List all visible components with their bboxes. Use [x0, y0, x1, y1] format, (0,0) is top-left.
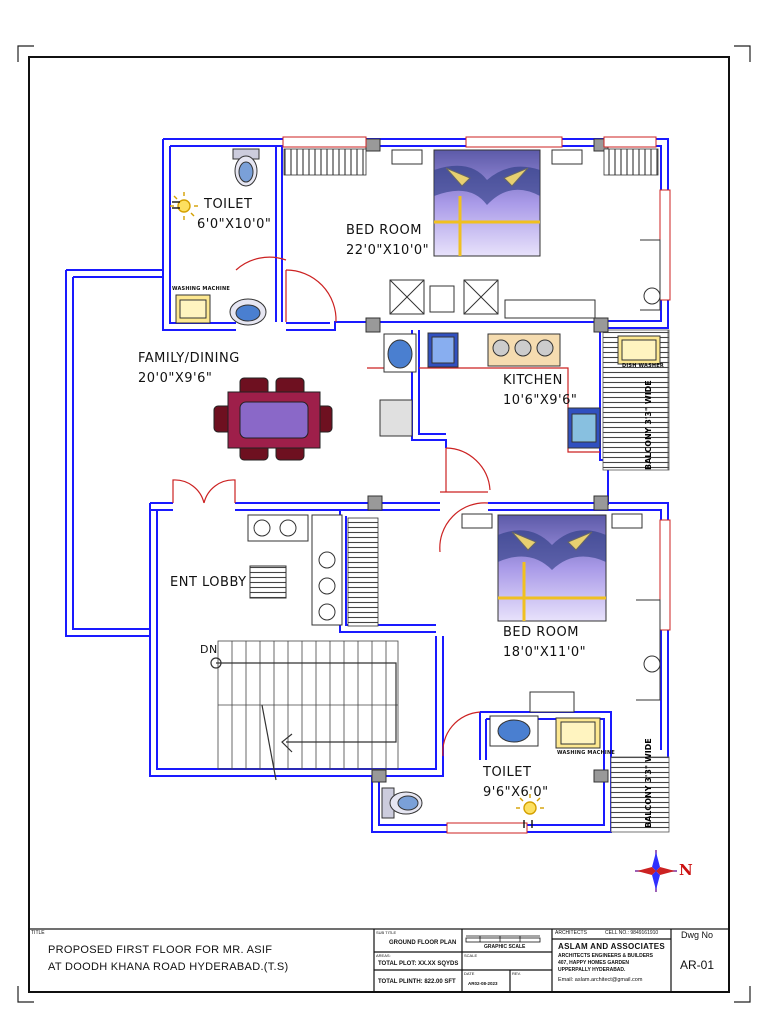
graphic-scale-bar — [465, 935, 541, 943]
bedroom-bottom-name: BED ROOM — [503, 625, 579, 640]
lobby-sofa — [247, 514, 343, 626]
wardrobe-top-left — [283, 148, 367, 176]
stair-dn-label: DN — [200, 643, 218, 656]
firm-line4: UPPERPALLY HYDERABAD. — [558, 967, 626, 973]
title-line1: PROPOSED FIRST FLOOR FOR MR. ASIF — [48, 944, 273, 956]
ent-lobby-name: ENT LOBBY — [170, 575, 247, 590]
firm-line2: ARCHITECTS ENGINEERS & BUILDERS — [558, 953, 654, 959]
washing-machine-top-label: WASHING MACHINE — [172, 286, 230, 292]
total-plot: TOTAL PLOT: XX.XX SQYDS — [378, 961, 459, 967]
lounge-chairs-top — [389, 279, 596, 319]
bottom-toilet-fixtures — [381, 715, 601, 819]
firm-name: ASLAM AND ASSOCIATES — [558, 942, 666, 951]
dwg-caption: Dwg No — [681, 930, 714, 940]
rev-caption: REV. — [512, 971, 521, 976]
toilet-bottom-name: TOILET — [483, 765, 532, 780]
bedroom-bottom-size: 18'0"X11'0" — [503, 645, 587, 660]
tv-unit — [529, 691, 575, 713]
firm-line3: 407, HAPPY HOMES GARDEN — [558, 960, 630, 966]
dish-washer-label: DISH WASHER — [622, 363, 664, 369]
bed-top — [433, 149, 541, 257]
wardrobe-top-right — [603, 148, 659, 176]
light-top-icon — [170, 192, 198, 220]
crop-marks — [17, 45, 751, 1003]
balcony-top-label: BALCONY 3'3" WIDE — [644, 380, 653, 470]
firm-email: Email: aslam.architect@gmail.com — [558, 977, 643, 983]
date-caption: DATE — [464, 971, 475, 976]
toilet-top-name: TOILET — [204, 197, 253, 212]
total-plinth: TOTAL PLINTH: 822.00 SFT — [378, 979, 456, 985]
kitchen-name: KITCHEN — [503, 373, 563, 388]
kitchen-size: 10'6"X9'6" — [503, 393, 578, 408]
date-value: AR02-08-2023 — [468, 981, 498, 986]
staircase — [217, 640, 399, 770]
kitchen-fixtures — [427, 332, 661, 449]
scale-caption: SCALE — [464, 953, 478, 958]
bed-bottom — [497, 514, 607, 622]
dining-table — [213, 377, 333, 461]
side-table — [391, 149, 423, 165]
fridge — [379, 399, 413, 437]
toilet-bottom-size: 9'6"X6'0" — [483, 785, 549, 800]
light-bottom-icon — [516, 794, 544, 815]
sub-title-caption: SUB TITLE — [376, 930, 397, 935]
side-table — [461, 513, 493, 529]
graphic-scale-label: GRAPHIC SCALE — [484, 944, 526, 950]
family-dining-name: FAMILY/DINING — [138, 351, 240, 366]
switches — [172, 201, 533, 828]
title-caption: TITLE — [31, 930, 45, 936]
north-label: N — [679, 861, 693, 879]
dwg-number: AR-01 — [680, 958, 715, 972]
bedroom-top-size: 22'0"X10'0" — [346, 243, 430, 258]
lobby-wardrobe — [347, 517, 379, 627]
wc-top — [232, 148, 260, 187]
study-desk-top — [640, 239, 661, 311]
areas-caption: AREAS: — [376, 953, 391, 958]
side-table — [551, 149, 583, 165]
north-arrow-icon — [635, 850, 677, 892]
title-block — [28, 928, 730, 993]
sub-title: GROUND FLOOR PLAN — [389, 940, 457, 946]
doors — [172, 256, 600, 757]
architects-caption: ARCHITECTS — [555, 930, 587, 936]
bedroom-top-name: BED ROOM — [346, 223, 422, 238]
study-desk-bottom — [636, 599, 661, 701]
cell-number: CELL NO.: 9849161910 — [605, 930, 659, 936]
washing-machine-bottom-label: WASHING MACHINE — [557, 750, 615, 756]
side-table — [611, 513, 643, 529]
washing-machine-top — [175, 294, 267, 326]
family-dining-size: 20'0"X9'6" — [138, 371, 213, 386]
stair-arrow — [210, 657, 397, 781]
balcony-bottom-label: BALCONY 3'3" WIDE — [644, 738, 653, 828]
stair-treads — [231, 641, 387, 769]
toilet-top-size: 6'0"X10'0" — [197, 217, 272, 232]
wash-basin-family — [383, 333, 417, 373]
title-line2: AT DOODH KHANA ROAD HYDERABAD.(T.S) — [48, 961, 289, 973]
